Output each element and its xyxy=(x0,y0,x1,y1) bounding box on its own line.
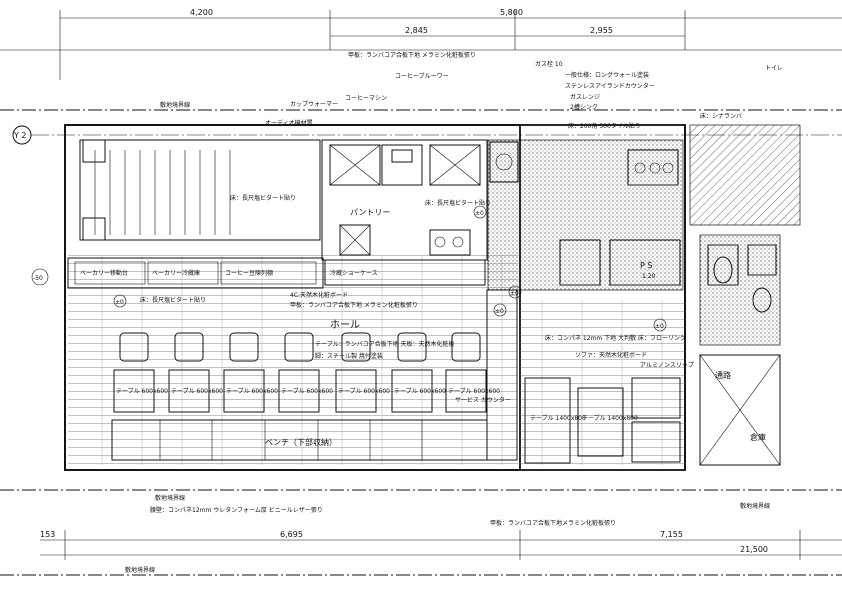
dim-label: 2,845 xyxy=(405,26,428,35)
chair xyxy=(397,332,427,362)
pantry-area: パントリー 床：長尺塩ビタート貼り xyxy=(321,139,491,261)
chair xyxy=(451,332,481,362)
level-marker: ±0 xyxy=(510,290,519,297)
note-nonslip: アルミノンスリップ xyxy=(640,362,694,369)
chair xyxy=(341,332,371,362)
level-marker: -50 xyxy=(33,275,43,282)
middle-callouts: 4C:天然木化粧ボード 甲板：ランバコア合板下地 メラミン化粧板張り 床：長尺塩… xyxy=(140,291,694,369)
room-pantry: パントリー xyxy=(350,208,390,217)
note-flooring: 床：コンパネ 12mm 下地 大判敷 床：フローリング xyxy=(545,334,686,342)
note-toilet: トイレ xyxy=(765,65,783,72)
dim-label: 2,955 xyxy=(590,26,613,35)
note-floor-vinyl: 床：長尺塩ビタート貼り xyxy=(140,296,206,304)
level-marker: ±0 xyxy=(495,308,504,315)
chair-row xyxy=(119,332,481,362)
table xyxy=(335,369,377,413)
table xyxy=(223,369,265,413)
table-label: テーブル 600x600 xyxy=(116,387,168,395)
level-marker: ±0 xyxy=(655,323,664,330)
chair xyxy=(229,332,259,362)
note-gas-tap: ガス栓 10 xyxy=(535,60,563,68)
level-marker: ±0 xyxy=(115,299,124,306)
note-counter-top-3: 甲板：ランバコア合板下地メラミン化粧板張り xyxy=(490,519,616,527)
note-table-leg: 脚：スチール製 焼付塗装 xyxy=(315,352,383,360)
note-wainscot: 腰壁：コンパネ12mm ウレタンフォーム厚 ビニールレザー張り xyxy=(150,506,323,514)
table-label: テーブル 600x600 xyxy=(338,387,390,395)
note-board: 4C:天然木化粧ボード xyxy=(290,291,348,299)
room-ps-scale: 1:20 xyxy=(642,273,656,280)
note-counter-top: 甲板：ランバコア合板下地 メラミン化粧板張り xyxy=(348,51,476,59)
table-label: テーブル 600x600 xyxy=(394,387,446,395)
boundary-label: 敷地境界線 xyxy=(125,566,155,574)
room-service-counter: サービス カウンター xyxy=(455,396,511,404)
room-ps: P S xyxy=(640,261,652,270)
level-marker: ±0 xyxy=(475,210,484,217)
dim-label: 4,200 xyxy=(190,8,213,17)
site-boundary-top: 敷地境界線 xyxy=(0,101,842,111)
table-label: テーブル 600x600 xyxy=(171,387,223,395)
level-markers: -50 ±0 ±0 ±0 ±0 ±0 xyxy=(31,205,667,332)
note-tile: 床：200角 300タイル貼り xyxy=(568,122,641,130)
note-bakery-fridge: ベーカリー冷蔵庫 xyxy=(152,269,200,277)
stairs: 床：長尺塩ビタート貼り xyxy=(79,139,321,241)
room-back: 通路 xyxy=(715,370,731,380)
room-hall: ホール xyxy=(330,319,360,331)
top-dimension-line: 4,200 5,800 2,845 2,955 xyxy=(0,8,842,80)
table xyxy=(391,369,433,413)
right-seating: テーブル 1400x800 テーブル 1400x800 xyxy=(524,377,681,464)
dim-label: 7,155 xyxy=(660,530,683,539)
right-wood-floor xyxy=(520,300,685,465)
note-gas-range: ガスレンジ xyxy=(570,93,600,101)
kitchen-area: P S 1:20 床：200角 300タイル貼り xyxy=(487,122,684,291)
right-table-label: テーブル 1400x800 xyxy=(582,414,638,422)
chair xyxy=(174,332,204,362)
grid-label: Y 2 xyxy=(13,131,27,140)
note-sofa: ソファ：天然木化粧ボード xyxy=(575,351,647,359)
boundary-label: 敷地境界線 xyxy=(740,502,770,510)
room-storage: 倉庫 xyxy=(750,432,766,442)
dim-label: 5,800 xyxy=(500,8,523,17)
table xyxy=(278,369,320,413)
note-cup-warmer: カップウォーマー xyxy=(290,100,338,108)
dim-label: 153 xyxy=(40,530,55,539)
note-coffee-machine: コーヒーマシン xyxy=(345,95,387,102)
note-table-top: テーブル：ランバコア合板下地 天板：天然木化粧板 xyxy=(315,340,455,348)
hall-wood-floor xyxy=(68,255,518,465)
note-floor-tile: 床：長尺塩ビタート貼り xyxy=(425,199,491,207)
service-counter: サービス カウンター xyxy=(455,289,518,461)
bottom-dimension-line: 6,695 7,155 21,500 153 敷地境界線 xyxy=(0,530,842,576)
table-label: テーブル 600x600 xyxy=(281,387,333,395)
chair xyxy=(119,332,149,362)
note-showcase: 冷蔵ショーケース xyxy=(330,269,378,277)
counter-row: ベーカリー移動台 ベーカリー冷蔵庫 コーヒー豆陳列棚 冷蔵ショーケース xyxy=(67,257,486,289)
table xyxy=(168,369,210,413)
table xyxy=(445,369,487,413)
note-sink: 2槽シンク xyxy=(570,103,598,111)
table-label: テーブル 600x600 xyxy=(226,387,278,395)
chair xyxy=(284,332,314,362)
grid-marker-y2: Y 2 xyxy=(12,125,842,145)
dim-label: 6,695 xyxy=(280,530,303,539)
note-floor: 床：長尺塩ビタート貼り xyxy=(230,194,296,202)
left-table-label: テーブル 1400x800 xyxy=(530,414,586,422)
table xyxy=(113,369,155,413)
note-wall-paint: 一般仕様：ロングウォール塗装 xyxy=(565,71,649,79)
note-counter-top-2: 甲板：ランバコア合板下地 メラミン化粧板張り xyxy=(290,301,418,309)
toilet-wing: 通路 倉庫 床：シナランバ トイレ xyxy=(689,65,801,466)
room-bench: ベンチ（下部収納） xyxy=(265,437,337,447)
top-callouts: 甲板：ランバコア合板下地 メラミン化粧板張り コーヒーブルーワー コーヒーマシン… xyxy=(265,51,655,127)
table-label: テーブル 600x600 xyxy=(448,387,500,395)
boundary-label: 敷地境界線 xyxy=(155,494,185,502)
note-floor-right: 床：シナランバ xyxy=(700,112,742,120)
dim-label: 21,500 xyxy=(740,545,768,554)
note-audio: オーディオ機材置 xyxy=(265,119,313,127)
note-island-counter: ステンレスアイランドカウンター xyxy=(565,82,655,90)
bottom-boundary: 敷地境界線 腰壁：コンパネ12mm ウレタンフォーム厚 ビニールレザー張り 甲板… xyxy=(0,489,842,527)
note-coffee-shelf: コーヒー豆陳列棚 xyxy=(225,269,273,277)
boundary-label: 敷地境界線 xyxy=(160,101,190,109)
note-bakery-cart: ベーカリー移動台 xyxy=(80,269,128,277)
note-coffee-brewer: コーヒーブルーワー xyxy=(395,72,449,80)
